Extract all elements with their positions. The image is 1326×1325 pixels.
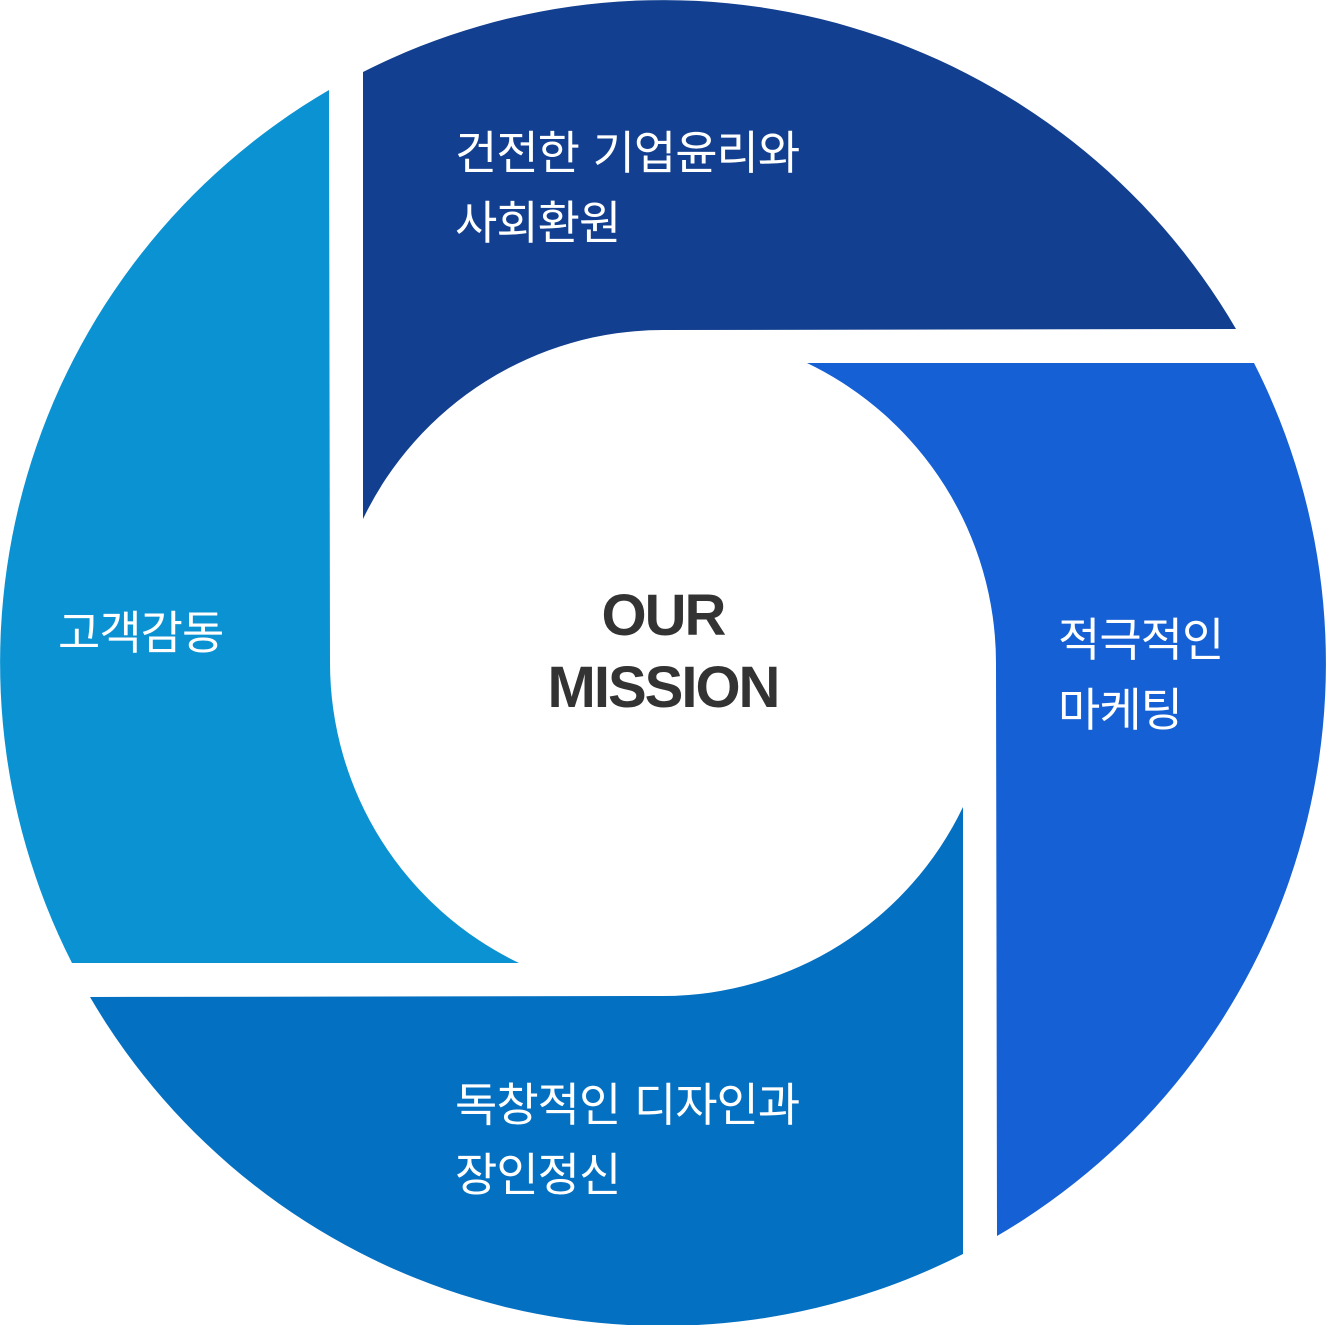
segment-top-line2: 사회환원: [455, 196, 621, 250]
segment-left-label: 고객감동: [58, 598, 224, 668]
segment-bottom-line2: 장인정신: [455, 1148, 621, 1202]
segment-bottom-label: 독창적인 디자인과 장인정신: [455, 1070, 800, 1210]
segment-bottom-line1: 독창적인 디자인과: [455, 1078, 800, 1132]
segment-right-line1: 적극적인: [1058, 613, 1224, 667]
segment-left: [0, 90, 519, 963]
center-title-line1: OUR: [601, 583, 727, 648]
segment-top-label: 건전한 기업윤리와 사회환원: [455, 118, 800, 258]
center-title-line2: MISSION: [547, 655, 781, 720]
segment-right-label: 적극적인 마케팅: [1058, 605, 1224, 745]
center-title: OUR MISSION: [463, 580, 863, 724]
segment-right-line2: 마케팅: [1058, 683, 1183, 737]
segment-top-line1: 건전한 기업윤리와: [455, 126, 800, 180]
segment-bottom: [90, 807, 963, 1325]
segment-right: [807, 363, 1326, 1236]
segment-left-line1: 고객감동: [58, 606, 224, 660]
segment-top: [363, 0, 1236, 520]
